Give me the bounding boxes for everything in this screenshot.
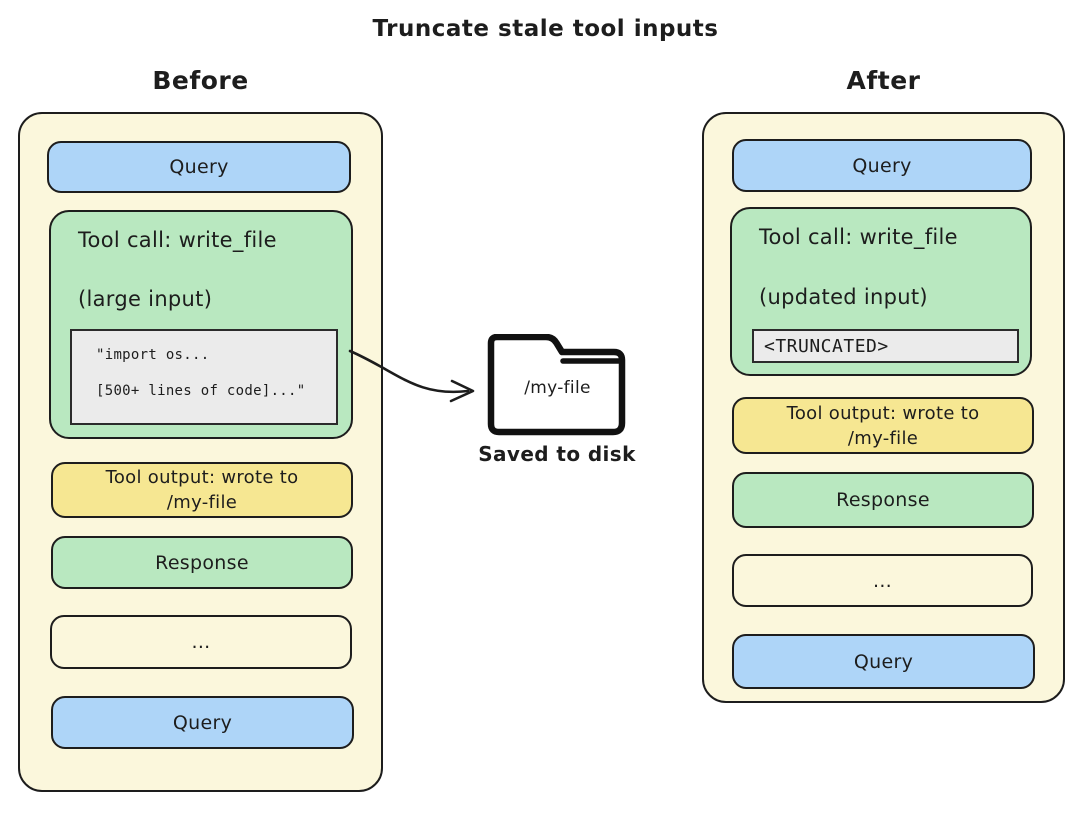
- before-query-block-2: Query: [51, 696, 354, 749]
- after-column-label: After: [846, 66, 921, 95]
- tool-call-title: Tool call: write_file: [78, 228, 277, 252]
- diagram-title: Truncate stale tool inputs: [372, 16, 719, 42]
- before-response-block: Response: [51, 536, 353, 589]
- after-ellipsis-block: ...: [732, 554, 1033, 607]
- before-tool-output-block: Tool output: wrote to /my-file: [51, 462, 353, 518]
- folder-file-label: /my-file: [524, 378, 591, 398]
- saved-to-disk-caption: Saved to disk: [478, 442, 636, 466]
- after-query-block: Query: [732, 139, 1032, 192]
- folder-icon: /my-file: [487, 334, 628, 438]
- tool-call-subtitle: (large input): [78, 287, 213, 311]
- tool-output-line-2: /my-file: [847, 427, 919, 449]
- tool-call-title: Tool call: write_file: [759, 225, 958, 249]
- after-response-block: Response: [732, 472, 1034, 528]
- after-query-block-2: Query: [732, 634, 1035, 689]
- code-line-1: "import os...: [96, 347, 210, 363]
- before-column-label: Before: [152, 66, 249, 95]
- code-line-2: [500+ lines of code]...": [96, 383, 306, 399]
- before-query-block: Query: [47, 141, 351, 193]
- truncated-box: <TRUNCATED>: [752, 329, 1019, 363]
- tool-output-line-2: /my-file: [166, 492, 238, 513]
- after-tool-call-block: Tool call: write_file (updated input) <T…: [730, 207, 1032, 376]
- after-panel: Query Tool call: write_file (updated inp…: [702, 112, 1065, 703]
- code-box: "import os... [500+ lines of code]...": [70, 329, 338, 425]
- before-panel: Query Tool call: write_file (large input…: [18, 112, 383, 792]
- tool-output-line-1: Tool output: wrote to: [105, 467, 299, 488]
- before-tool-call-block: Tool call: write_file (large input) "imp…: [49, 210, 353, 439]
- before-ellipsis-block: ...: [50, 615, 352, 669]
- after-tool-output-block: Tool output: wrote to /my-file: [732, 397, 1034, 454]
- tool-call-subtitle: (updated input): [759, 285, 928, 309]
- tool-output-line-1: Tool output: wrote to: [786, 402, 980, 424]
